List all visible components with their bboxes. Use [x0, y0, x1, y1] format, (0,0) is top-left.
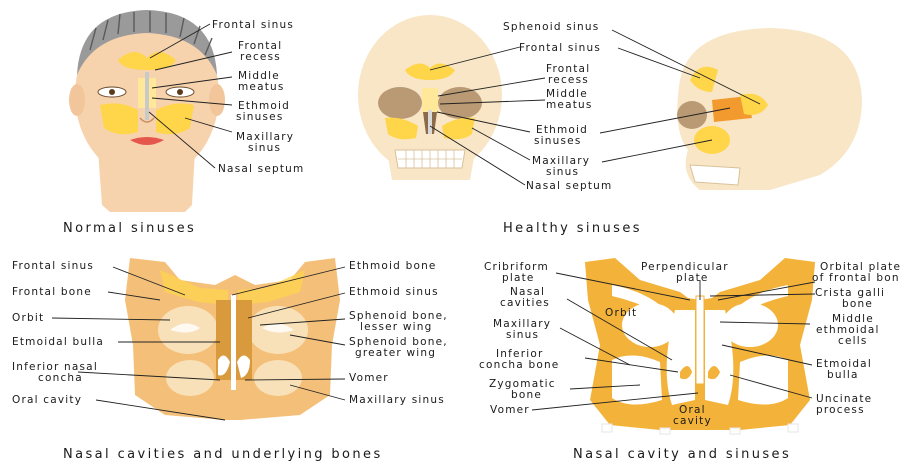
label-nasal-septum: Nasal septum: [218, 163, 304, 175]
p4-tooth-1: [602, 424, 612, 432]
caption-normal-sinuses: Normal sinuses: [63, 221, 196, 236]
label-p4-middle-ethmoidal-3: cells: [838, 335, 868, 347]
label-sphenoid-sinus: Sphenoid sinus: [503, 21, 599, 33]
label-p3-etmoidal-bulla: Etmoidal bulla: [12, 336, 104, 348]
label-p4-nasal-cavities-2: cavities: [500, 297, 550, 309]
label-p3-sphenoid-lesser-2: lesser wing: [360, 321, 432, 333]
label-h-frontal-recess-2: recess: [548, 74, 589, 86]
p4-right-maxillary-hole: [738, 355, 788, 404]
label-p4-maxillary-2: sinus: [506, 329, 539, 341]
nasal-cavity-sinuses-panel: Cribriform plate Nasal cavities Maxillar…: [479, 258, 901, 462]
label-p4-oral-cavity-2: cavity: [673, 415, 712, 427]
p4-perpendicular-plate: [696, 296, 704, 384]
label-p3-concha: concha: [38, 372, 83, 384]
label-h-frontal-sinus: Frontal sinus: [519, 42, 601, 54]
label-p4-cribriform-2: plate: [502, 272, 535, 284]
label-p3-orbit: Orbit: [12, 312, 44, 324]
label-p3-frontal-sinus: Frontal sinus: [12, 260, 94, 272]
label-h-nasal-septum: Nasal septum: [526, 180, 612, 192]
p4-tooth-2: [660, 428, 670, 434]
nasal-septum-shape: [145, 72, 149, 120]
label-maxillary-sinus-2: sinus: [248, 142, 281, 154]
label-ethmoid-sinuses-2: sinuses: [236, 111, 284, 123]
label-p3-ethmoid-bone: Ethmoid bone: [349, 260, 437, 272]
label-p4-inferior-2: concha bone: [479, 359, 559, 371]
label-p3-maxillary-sinus: Maxillary sinus: [349, 394, 445, 406]
p4-tooth-3: [730, 428, 740, 434]
label-p3-ethmoid-sinus: Ethmoid sinus: [349, 286, 439, 298]
p4-tooth-4: [788, 424, 798, 432]
label-p3-sphenoid-greater-2: greater wing: [355, 347, 436, 359]
label-p3-vomer: Vomer: [349, 372, 389, 384]
p4-vomer: [698, 384, 702, 400]
front-left-orbit: [378, 87, 422, 119]
label-p4-uncinate-2: process: [816, 404, 865, 416]
left-iris: [109, 89, 115, 95]
front-nasal-septum: [428, 110, 432, 134]
label-p4-perpendicular-2: plate: [676, 272, 709, 284]
label-middle-meatus-2: meatus: [238, 81, 285, 93]
label-h-maxillary-sinus-2: sinus: [546, 166, 579, 178]
nasal-cavities-bones-panel: Frontal sinus Frontal bone Orbit Etmoida…: [12, 258, 448, 462]
label-p4-vomer: Vomer: [490, 404, 530, 416]
label-frontal-sinus: Frontal sinus: [212, 19, 294, 31]
caption-nasal-cavities: Nasal cavities and underlying bones: [63, 447, 383, 462]
normal-sinuses-panel: Frontal sinus Frontal recess Middle meat…: [63, 10, 304, 236]
label-p4-orbit: Orbit: [605, 307, 637, 319]
label-h-ethmoid-sinuses-2: sinuses: [534, 135, 582, 147]
label-p4-etmoidal-bulla-2: bulla: [827, 369, 859, 381]
label-p3-frontal-bone: Frontal bone: [12, 286, 92, 298]
right-iris: [177, 89, 183, 95]
side-teeth: [690, 165, 740, 185]
label-h-middle-meatus-2: meatus: [546, 99, 593, 111]
p3-septum: [231, 295, 236, 390]
label-p4-zygomatic-2: bone: [511, 389, 542, 401]
caption-nasal-cavity-sinuses: Nasal cavity and sinuses: [573, 447, 791, 462]
label-p4-orbital-plate-2: of frontal bon: [812, 272, 900, 284]
left-ear: [69, 84, 85, 116]
p3-right-maxillary: [254, 360, 302, 396]
caption-healthy-sinuses: Healthy sinuses: [503, 221, 642, 236]
label-frontal-recess-2: recess: [240, 51, 281, 63]
label-p4-crista-2: bone: [842, 298, 873, 310]
label-p3-oral-cavity: Oral cavity: [12, 394, 82, 406]
right-ear: [209, 84, 225, 116]
healthy-sinuses-panel: Sphenoid sinus Frontal sinus Frontal rec…: [358, 15, 862, 236]
